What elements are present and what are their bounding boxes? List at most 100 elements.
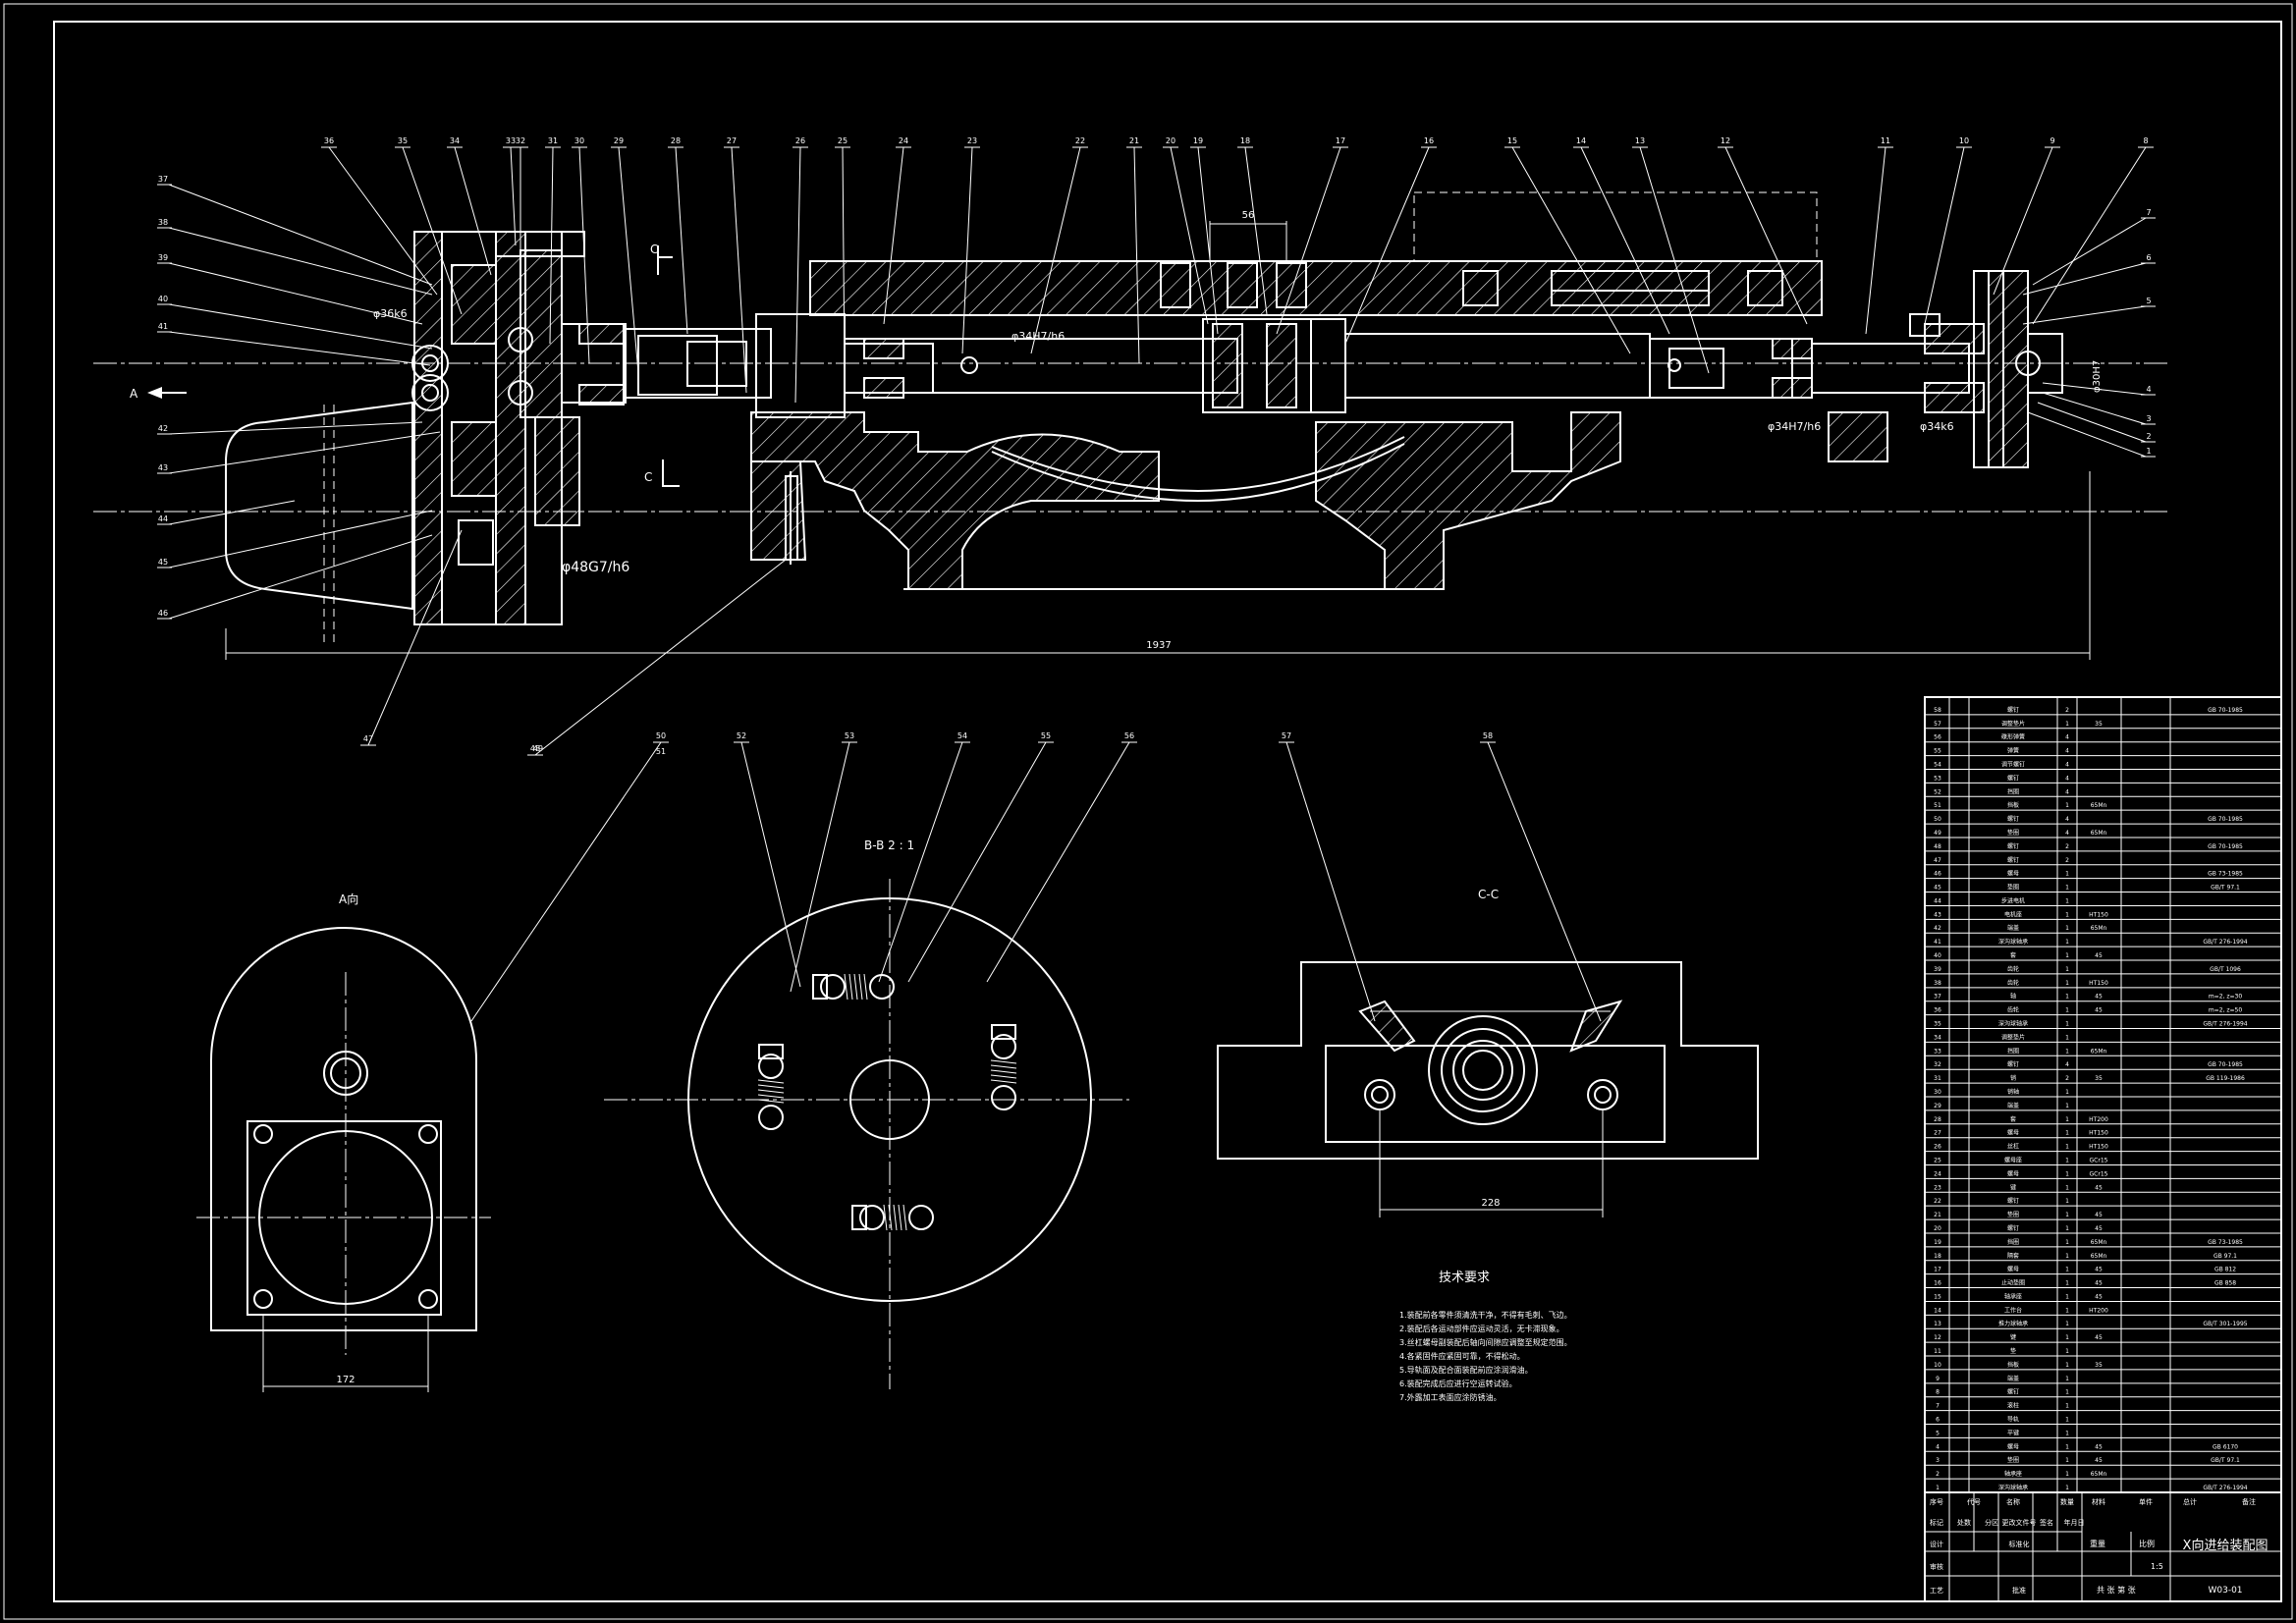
- bom-no: 31: [1934, 1075, 1941, 1082]
- view-a: A向 172: [196, 892, 491, 1392]
- outer-border: [3, 3, 2293, 1620]
- bom-qty: 1: [2065, 1267, 2069, 1273]
- bom-name: 螺钉: [2007, 1197, 2019, 1205]
- bom-mat: 65Mn: [2091, 830, 2107, 837]
- bom-name: 垫: [2010, 1347, 2016, 1355]
- bom-mat: 45: [2095, 1457, 2103, 1464]
- bom-mat: 45: [2095, 1293, 2103, 1300]
- bom-qty: 4: [2065, 788, 2069, 795]
- bom-no: 18: [1934, 1253, 1941, 1260]
- scale-value: 1:5: [2151, 1562, 2163, 1571]
- bom-std: GB 70-1985: [2208, 1061, 2243, 1068]
- bom-name: 端盖: [2007, 924, 2019, 932]
- title-block-cell: 分区: [1985, 1518, 1998, 1527]
- balloon-38: 38: [158, 218, 168, 227]
- view-a-label: A向: [339, 892, 358, 906]
- bom-no: 45: [1934, 885, 1941, 892]
- bom-std: GB/T 97.1: [2211, 885, 2240, 892]
- bom-qty: 1: [2065, 885, 2069, 892]
- bom-qty: 1: [2065, 1007, 2069, 1014]
- tech-req-line: 1.装配前各零件须清洗干净，不得有毛刺、飞边。: [1399, 1310, 1572, 1320]
- bom-name: 深沟球轴承: [1998, 1020, 2028, 1028]
- tech-req-title: 技术要求: [1439, 1271, 1490, 1285]
- bom-mat: HT200: [2089, 1116, 2108, 1123]
- bom-std: GB 70-1985: [2208, 843, 2243, 850]
- bom-qty: 1: [2065, 1225, 2069, 1232]
- balloon-49: 49: [533, 744, 543, 753]
- bom-std: GB 73-1985: [2208, 1239, 2243, 1246]
- bom-qty: 1: [2065, 721, 2069, 728]
- bom-name: 键: [2010, 1183, 2016, 1191]
- bom-qty: 4: [2065, 734, 2069, 741]
- bom-name: 销轴: [2007, 1088, 2019, 1096]
- bom-no: 15: [1934, 1293, 1941, 1300]
- dim-overall-length: 1937: [1146, 640, 1171, 651]
- bom-qty: 2: [2065, 1075, 2069, 1082]
- bom-no: 29: [1934, 1103, 1941, 1109]
- bom-mat: 35: [2095, 721, 2103, 728]
- bom-std: m=2, z=30: [2209, 994, 2242, 1001]
- bom-qty: 1: [2065, 1239, 2069, 1246]
- bom-qty: 1: [2065, 1157, 2069, 1163]
- balloon-54: 54: [957, 731, 967, 740]
- title-block-cell: 处数: [1957, 1518, 1971, 1527]
- title-block-header: 备注: [2242, 1497, 2256, 1506]
- bom-no: 2: [1936, 1471, 1940, 1478]
- main-assembly-section: 1937 56 φ48G7/h6 φ34H7/h6 φ34H7/h6 φ34k6…: [93, 191, 2170, 660]
- balloon-48: 48: [530, 744, 540, 753]
- title-block-cell: 批准: [2012, 1586, 2026, 1595]
- bom-qty: 1: [2065, 939, 2069, 946]
- balloon-47: 47: [363, 734, 373, 743]
- bom-qty: 1: [2065, 1348, 2069, 1355]
- bom-qty: 1: [2065, 1021, 2069, 1028]
- bom-no: 55: [1934, 748, 1941, 755]
- bom-std: GB 70-1985: [2208, 816, 2243, 823]
- bom-qty: 1: [2065, 802, 2069, 809]
- bom-qty: 4: [2065, 1061, 2069, 1068]
- bom-mat: 35: [2095, 1362, 2103, 1369]
- bom-name: 电机座: [2004, 910, 2022, 918]
- bom-std: GB/T 276-1994: [2203, 1021, 2247, 1028]
- bom-qty: 1: [2065, 1485, 2069, 1491]
- bom-qty: 2: [2065, 857, 2069, 864]
- title-block-header: 单件: [2139, 1497, 2153, 1506]
- bom-name: 工作台: [2004, 1306, 2022, 1314]
- balloon-33: 33: [506, 136, 516, 145]
- bom-name: 挡圈: [2007, 1238, 2019, 1246]
- balloon-26: 26: [795, 136, 805, 145]
- balloon-10: 10: [1959, 136, 1969, 145]
- balloon-16: 16: [1424, 136, 1434, 145]
- bom-name: 隔套: [2007, 1252, 2019, 1260]
- bom-no: 37: [1934, 994, 1941, 1001]
- bom-qty: 1: [2065, 980, 2069, 987]
- bom-qty: 2: [2065, 707, 2069, 714]
- bom-mat: 45: [2095, 1212, 2103, 1218]
- bom-no: 25: [1934, 1157, 1941, 1163]
- balloon-19: 19: [1193, 136, 1203, 145]
- title-block-cell: 标记: [1930, 1518, 1943, 1527]
- bom-qty: 1: [2065, 1144, 2069, 1151]
- bom-name: 螺母: [2007, 1169, 2019, 1177]
- bom-qty: 4: [2065, 748, 2069, 755]
- tech-req-line: 7.外露加工表面应涂防锈油。: [1399, 1392, 1502, 1402]
- bom-name: 螺钉: [2007, 1224, 2019, 1232]
- bom-no: 51: [1934, 802, 1941, 809]
- bom-qty: 4: [2065, 816, 2069, 823]
- bom-qty: 4: [2065, 775, 2069, 782]
- bom-name: 螺母: [2007, 1442, 2019, 1450]
- bom-name: 端盖: [2007, 1375, 2019, 1382]
- bom-name: 弹簧: [2007, 747, 2019, 755]
- bom-mat: 45: [2095, 1334, 2103, 1341]
- bom-mat: 65Mn: [2091, 925, 2107, 932]
- bom-no: 41: [1934, 939, 1941, 946]
- balloon-29: 29: [614, 136, 624, 145]
- balloon-58: 58: [1483, 731, 1493, 740]
- cut-c-bottom: C: [644, 470, 652, 484]
- balloon-6: 6: [2146, 253, 2151, 262]
- balloon-20: 20: [1166, 136, 1175, 145]
- drawing-number: W03-01: [2208, 1586, 2242, 1596]
- balloon-41: 41: [158, 322, 168, 331]
- stepper-motor: [225, 401, 413, 611]
- title-block-header: 名称: [2006, 1497, 2020, 1506]
- bom-no: 14: [1934, 1307, 1941, 1314]
